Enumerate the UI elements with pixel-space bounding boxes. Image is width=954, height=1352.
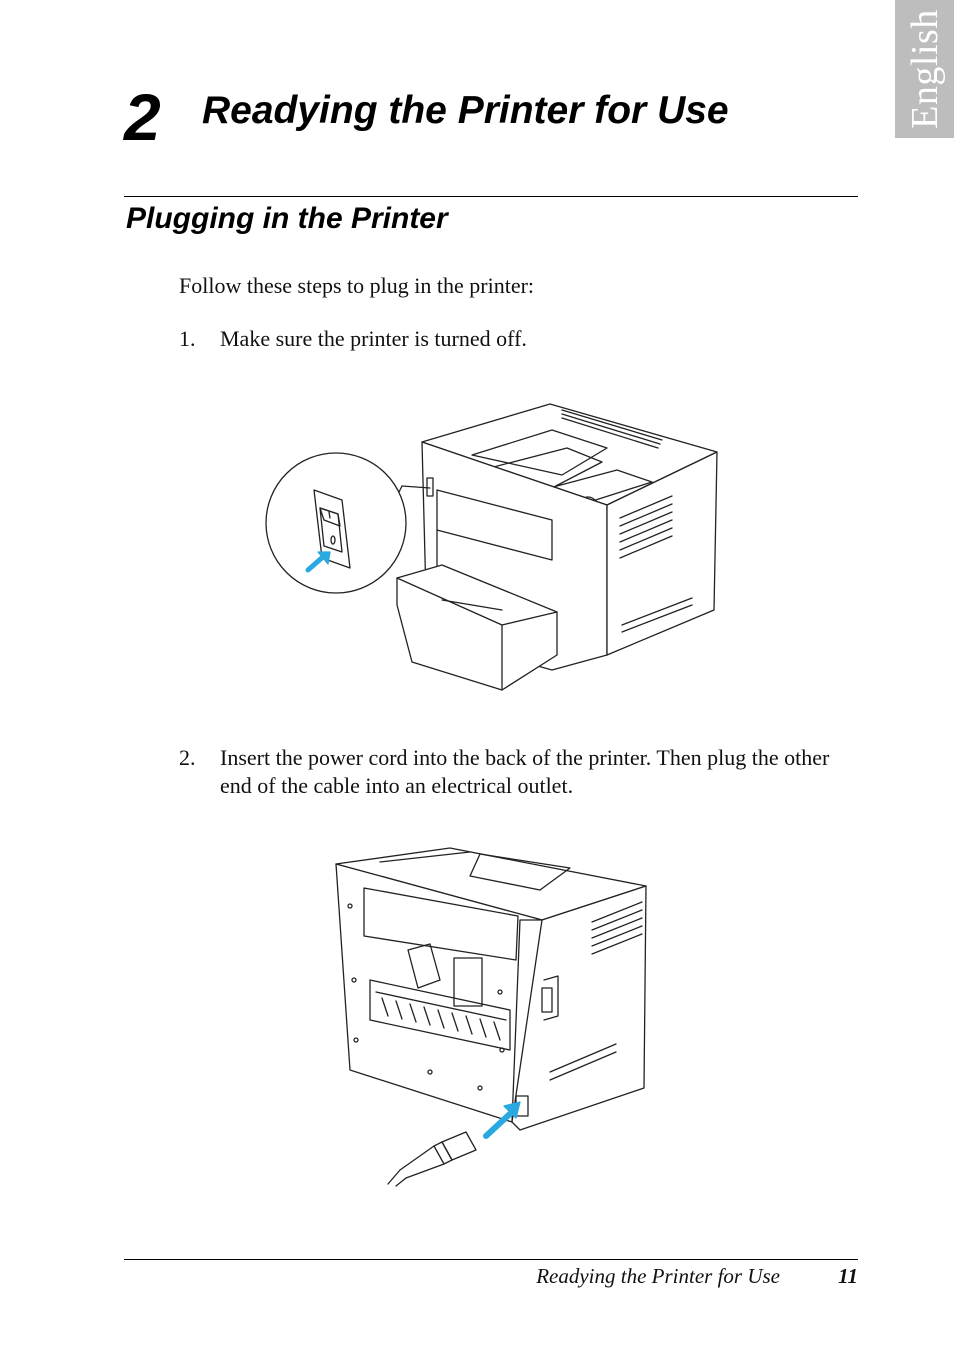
step-2: 2. Insert the power cord into the back o… [179,744,859,800]
chapter-number: 2 [124,80,161,154]
footer-divider [124,1259,858,1260]
section-title: Plugging in the Printer [126,202,448,235]
step-2-number: 2. [179,745,196,770]
section-divider [124,196,858,197]
printer-power-switch-illustration [262,400,722,694]
footer-running-title: Readying the Printer for Use [536,1264,780,1288]
step-1-text: Make sure the printer is turned off. [220,326,527,351]
step-1-number: 1. [179,326,196,351]
page-number: 11 [838,1264,858,1288]
printer-power-cord-illustration [330,840,652,1188]
language-tab-label: English [903,9,946,129]
step-2-text: Insert the power cord into the back of t… [220,745,830,798]
language-tab: English [895,0,954,138]
intro-text: Follow these steps to plug in the printe… [179,273,535,298]
step-1: 1. Make sure the printer is turned off. [179,325,859,353]
chapter-title: Readying the Printer for Use [202,89,729,132]
